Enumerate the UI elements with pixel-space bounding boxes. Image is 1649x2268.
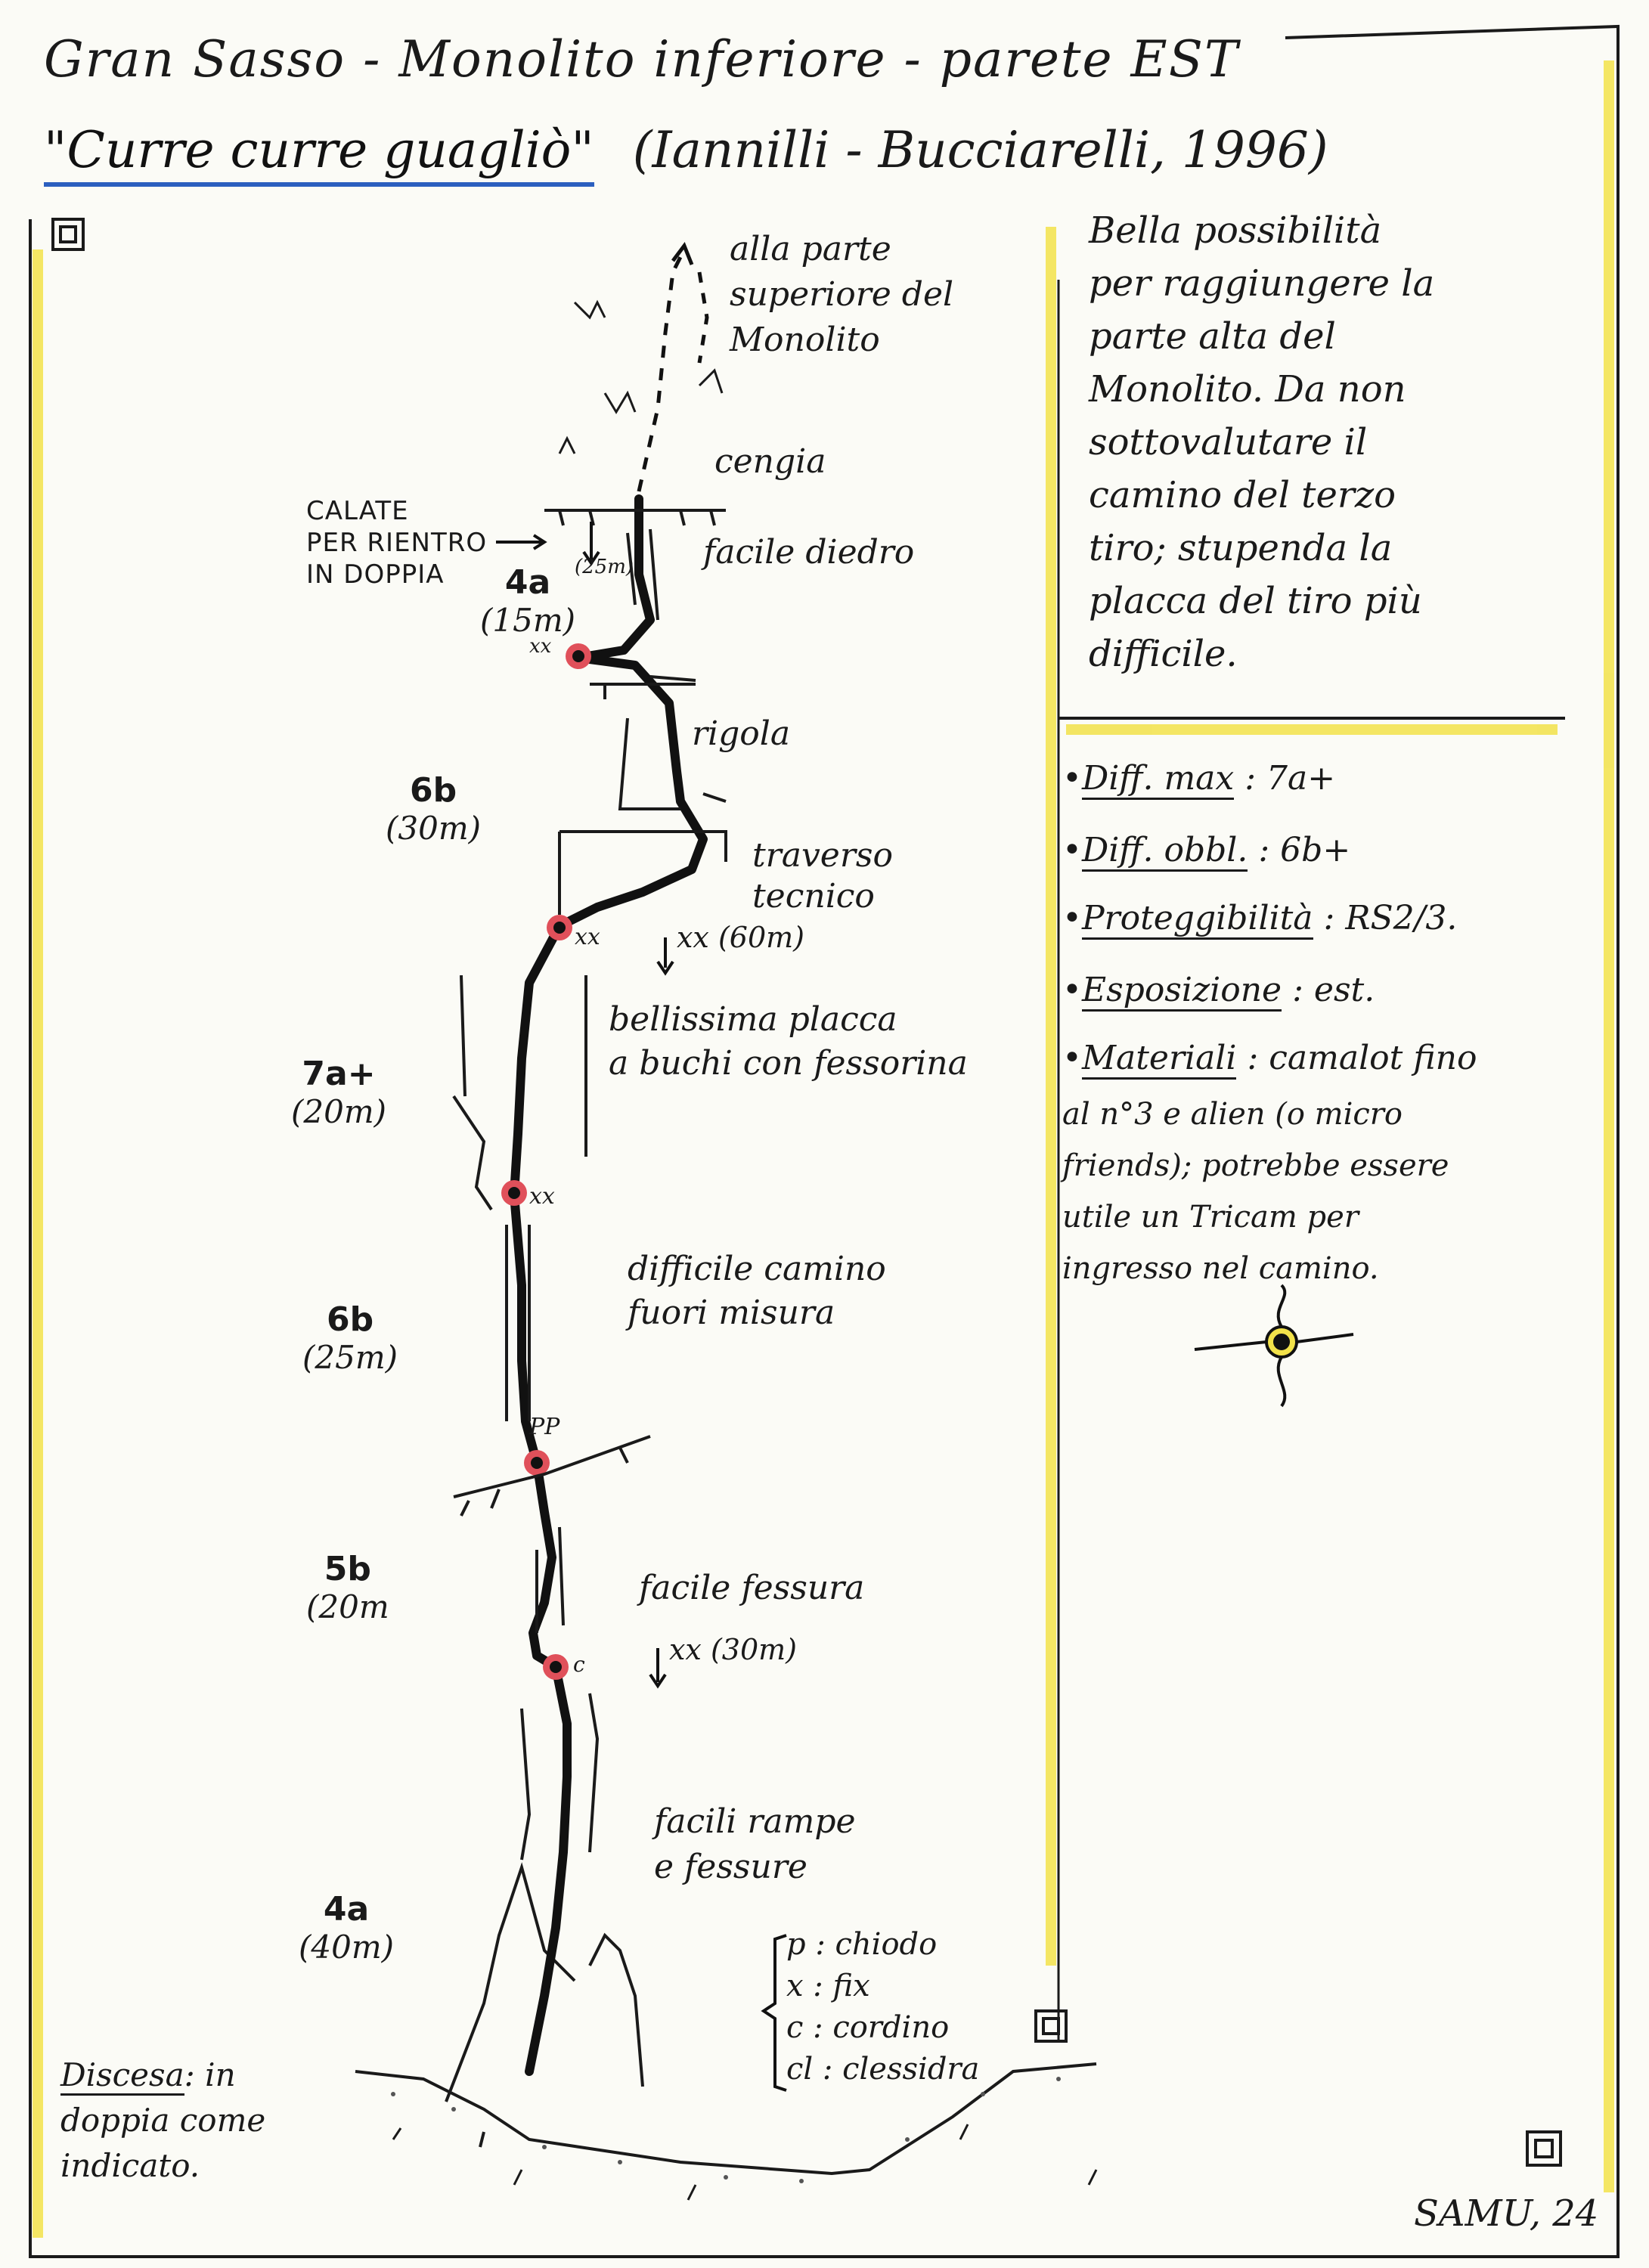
page-title: Gran Sasso - Monolito inferiore - parete… bbox=[44, 30, 1239, 88]
rappel-note: CALATE PER RIENTRO IN DOPPIA bbox=[306, 496, 488, 590]
descent-note: Discesa: in doppia come indicato. bbox=[60, 2056, 266, 2184]
pitch-length: (20m) bbox=[291, 1093, 387, 1130]
pitch-grade: 7a+ bbox=[302, 1055, 376, 1093]
legend-item: c : cordino bbox=[786, 2010, 950, 2045]
exit-side-dashed bbox=[697, 271, 709, 364]
ground-texture bbox=[391, 2077, 1061, 2183]
route-name: "Curre curre guagliò" bbox=[44, 121, 594, 187]
cordino-mark: c bbox=[573, 1652, 585, 1677]
pitch-grade: 6b bbox=[326, 1300, 374, 1339]
belay-xx-3: xx bbox=[529, 1183, 555, 1210]
pitch-length: (40m) bbox=[299, 1929, 395, 1966]
route-title: "Curre curre guagliò" (Iannilli - Buccia… bbox=[44, 121, 1328, 187]
fessura-label: facile fessura bbox=[639, 1569, 865, 1607]
facile-diedro-label: facile diedro bbox=[703, 533, 915, 572]
top-exit-label: alla parte superiore del Monolito bbox=[730, 230, 954, 359]
rappel-arrow-icons bbox=[496, 522, 674, 1689]
outer-frame bbox=[29, 24, 1620, 2258]
route-line bbox=[510, 494, 708, 2076]
frame-yellow-accent bbox=[33, 60, 1614, 2238]
pitch-grade: 4a bbox=[323, 1890, 370, 1929]
compass-ornament-icon bbox=[1194, 1284, 1354, 1408]
traverso-label: traverso tecnico bbox=[752, 836, 893, 916]
legend: p : chiodo x : fix c : cordino cl : cles… bbox=[786, 1924, 979, 2090]
ground-line bbox=[355, 2062, 1097, 2176]
rock-features bbox=[452, 509, 727, 2148]
legend-brace bbox=[761, 1934, 787, 2092]
exit-arrow-path bbox=[637, 248, 687, 492]
pitch-length: (25m) bbox=[302, 1339, 398, 1376]
belay-xx-2: xx bbox=[575, 924, 600, 950]
legend-item: cl : clessidra bbox=[786, 2052, 980, 2087]
pitch-length: (30m) bbox=[386, 810, 482, 847]
rappel-60-label: xx (60m) bbox=[677, 921, 804, 954]
rigola-label: rigola bbox=[692, 714, 791, 753]
pitch-6: 4a (40m) bbox=[299, 1890, 394, 1966]
grass-tufts bbox=[392, 299, 1098, 2201]
rampe-label: facili rampe e fessure bbox=[654, 1802, 856, 1886]
pitch-grade: 6b bbox=[409, 771, 457, 810]
pitch-grade: 4a bbox=[504, 563, 551, 602]
rappel-length-top: (25m) bbox=[575, 556, 634, 578]
pitch-grade: 5b bbox=[324, 1550, 371, 1588]
pitch-2: 6b (30m) bbox=[386, 771, 481, 847]
legend-item: x : fix bbox=[786, 1969, 870, 2003]
pitch-4: 6b (25m) bbox=[302, 1300, 398, 1376]
camino-label: difficile camino fuori misura bbox=[628, 1250, 886, 1332]
corner-spiral-icon bbox=[51, 218, 1562, 2167]
exit-arrowhead-icon bbox=[671, 241, 694, 265]
pp-label: PP bbox=[529, 1414, 560, 1440]
pitch-length: (20m bbox=[306, 1588, 389, 1625]
belay-stations bbox=[501, 643, 591, 1680]
cengia-label: cengia bbox=[714, 442, 826, 481]
pitch-length: (15m) bbox=[480, 602, 576, 639]
route-authors: (Iannilli - Bucciarelli, 1996) bbox=[632, 121, 1328, 179]
placca-label: bellissima placca a buchi con fessorina bbox=[609, 1000, 968, 1083]
rappel-30-label: xx (30m) bbox=[669, 1633, 797, 1666]
legend-item: p : chiodo bbox=[786, 1927, 938, 1962]
signature: SAMU, 24 bbox=[1414, 2192, 1599, 2235]
route-info: •Diff. max : 7a+ •Diff. obbl. : 6b+ •Pro… bbox=[1062, 759, 1477, 1286]
route-description: Bella possibilità per raggiungere la par… bbox=[1089, 209, 1435, 675]
pitch-1: 4a (15m) bbox=[480, 563, 575, 639]
belay-xx-1: xx bbox=[529, 635, 552, 658]
pitch-5: 5b (20m bbox=[306, 1550, 389, 1625]
pitch-3: 7a+ (20m) bbox=[291, 1055, 386, 1130]
